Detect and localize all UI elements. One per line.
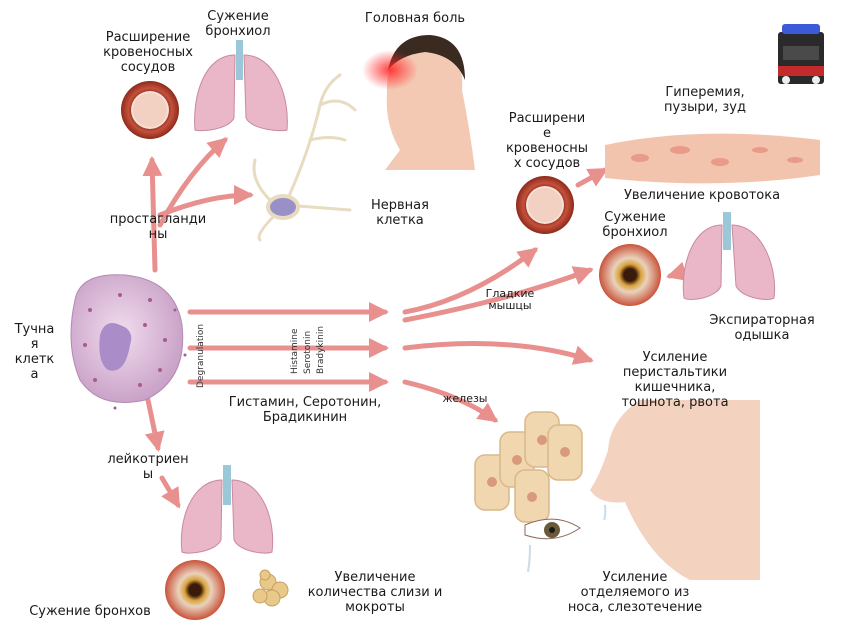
arrow-to-glands — [402, 379, 499, 423]
label-bronchiole-right: Сужение бронхиол — [602, 210, 668, 240]
arrows — [142, 137, 693, 509]
ambulance-logo — [778, 24, 824, 84]
lungs-top-icon — [194, 40, 288, 132]
label-expiratory-dyspnea: Экспираторная одышка — [709, 313, 815, 343]
label-bronchiole-top: Сужение бронхиол — [205, 9, 271, 39]
nerve-cell-icon — [252, 73, 357, 242]
label-mucus-increase: Увеличение количества слизи и мокроты — [307, 570, 443, 615]
arrow-to-nerve — [157, 185, 254, 218]
arrow-to-lungs-bottom — [159, 475, 181, 509]
arrow-to-skin — [575, 167, 609, 188]
bronchiole-right-icon — [599, 244, 661, 306]
label-glands: железы — [442, 392, 488, 405]
label-peristalsis: Усиление перистальтики кишечника, тошнот… — [621, 350, 729, 410]
label-headache: Головная боль — [364, 11, 466, 26]
label-bronchi-narrowing: Сужение бронхов — [29, 604, 151, 619]
arrow-to-peristalsis — [402, 341, 594, 365]
gland-cells-icon — [474, 411, 583, 523]
label-histamine: Histamine — [290, 328, 300, 374]
label-mediators: Гистамин, Серотонин, Брадикинин — [228, 395, 382, 425]
label-secretion: Усиление отделяемого из носа, слезотечен… — [567, 570, 703, 615]
headache-head-icon — [362, 35, 475, 170]
label-blood-flow: Увеличение кровотока — [623, 188, 781, 203]
label-smooth-muscles: Гладкие мышцы — [485, 287, 535, 312]
lungs-right-icon — [682, 212, 776, 300]
label-hyperemia: Гиперемия, пузыри, зуд — [664, 85, 746, 115]
label-degranulation: Degranulation — [196, 323, 206, 388]
arrow-to-vessel-top — [142, 156, 163, 273]
mast-cell-icon — [70, 274, 187, 410]
bronchus-bottom-icon — [165, 560, 225, 620]
label-nerve-cell: Нервная клетка — [371, 198, 429, 228]
label-bradykinin: Bradykinin — [316, 325, 326, 374]
face-nose-eye-icon — [524, 400, 760, 580]
arrow-to-vessel-right — [402, 247, 539, 315]
skin-blisters-icon — [605, 133, 820, 184]
blood-vessel-right-icon — [516, 176, 574, 234]
lungs-bottom-icon — [180, 465, 274, 554]
arrow-to-bronchiole-right — [402, 266, 594, 323]
blood-vessel-top-icon — [121, 81, 179, 139]
label-mast-cell: Тучна я клетк а — [14, 322, 55, 382]
label-serotonin: Serotonin — [303, 330, 313, 374]
label-prostaglandins: простагланди ны — [109, 212, 207, 242]
label-vasodilation-top: Расширение кровеносных сосудов — [103, 30, 193, 75]
label-vasodilation-right: Расширени е кровеносны х сосудов — [505, 111, 589, 171]
arrow-to-leukotrienes — [144, 397, 165, 452]
label-leukotrienes: лейкотриен ы — [107, 452, 189, 482]
mucus-glands-icon — [252, 569, 289, 607]
